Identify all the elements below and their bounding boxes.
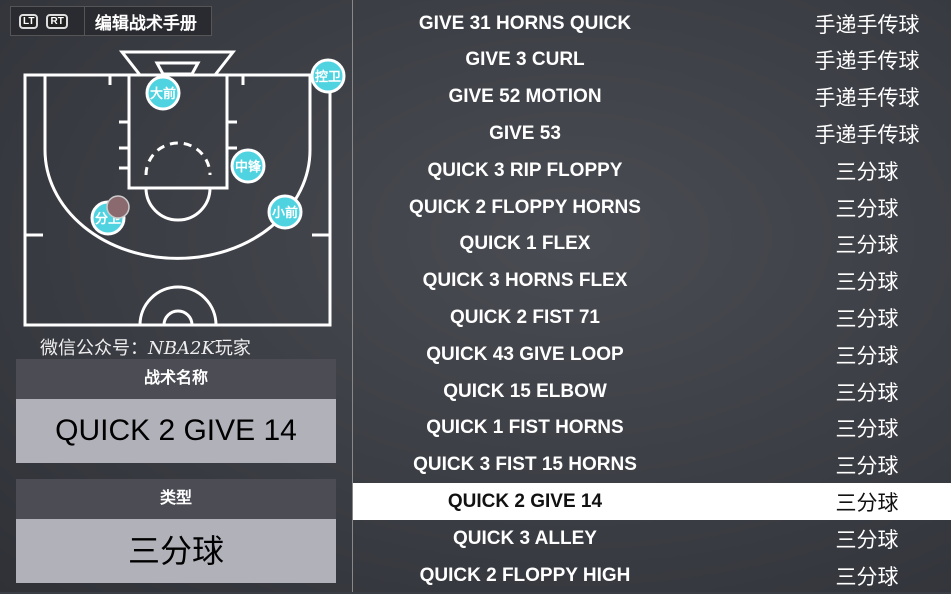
- play-name: QUICK 3 FIST 15 HORNS: [413, 454, 637, 476]
- play-type: 三分球: [835, 455, 899, 479]
- panel-divider: [352, 0, 353, 592]
- player-label: 小前: [272, 205, 298, 220]
- player-marker[interactable]: 控卫: [310, 58, 346, 94]
- play-list-row[interactable]: QUICK 3 RIP FLOPPY 三分球: [353, 152, 951, 189]
- play-list-row[interactable]: QUICK 3 HORNS FLEX 三分球: [353, 263, 951, 300]
- play-name: QUICK 2 FIST 71: [450, 306, 600, 328]
- play-type-field[interactable]: 三分球: [16, 519, 336, 583]
- player-marker[interactable]: 小前: [267, 194, 303, 230]
- play-name: QUICK 3 HORNS FLEX: [422, 270, 628, 292]
- play-list-row[interactable]: QUICK 3 FIST 15 HORNS 三分球: [353, 447, 951, 484]
- play-list-row[interactable]: GIVE 3 CURL 手递手传球: [353, 42, 951, 79]
- player-label: 大前: [150, 86, 176, 101]
- play-list-row[interactable]: GIVE 31 HORNS QUICK 手递手传球: [353, 5, 951, 42]
- lt-button-icon[interactable]: LT: [19, 13, 39, 29]
- player-marker[interactable]: 中锋: [230, 148, 266, 184]
- play-type: 三分球: [835, 160, 899, 184]
- play-name: GIVE 53: [489, 122, 561, 144]
- play-list-row[interactable]: QUICK 1 FLEX 三分球: [353, 226, 951, 263]
- play-type: 手递手传球: [814, 50, 920, 74]
- page-title: 编辑战术手册: [83, 7, 197, 35]
- watermark-brand: NBA2K: [148, 338, 215, 359]
- play-list-row[interactable]: QUICK 2 FLOPPY HORNS 三分球: [353, 189, 951, 226]
- watermark-prefix: 微信公众号：: [40, 338, 148, 358]
- play-name-label: 战术名称: [16, 359, 336, 399]
- play-name: QUICK 2 GIVE 14: [447, 490, 603, 512]
- play-type: 三分球: [835, 491, 899, 515]
- play-name: GIVE 52 MOTION: [448, 86, 602, 108]
- play-type: 三分球: [835, 344, 899, 368]
- play-name: QUICK 2 FLOPPY HORNS: [409, 196, 641, 218]
- three-point-line: [43, 75, 312, 260]
- lane: [127, 73, 229, 190]
- basketball-icon: [106, 195, 130, 219]
- play-name: QUICK 1 FLEX: [459, 233, 591, 255]
- play-type: 三分球: [835, 234, 899, 258]
- play-list-row[interactable]: GIVE 53 手递手传球: [353, 115, 951, 152]
- play-name: QUICK 43 GIVE LOOP: [426, 343, 624, 365]
- play-type: 三分球: [835, 565, 899, 589]
- play-type: 手递手传球: [814, 13, 920, 37]
- watermark-suffix: 玩家: [214, 338, 251, 358]
- header-bar: LT RT 编辑战术手册: [10, 6, 212, 36]
- free-throw-circle: [144, 187, 212, 222]
- play-name: QUICK 3 RIP FLOPPY: [427, 159, 623, 181]
- play-name-field[interactable]: QUICK 2 GIVE 14: [16, 399, 336, 463]
- play-type: 三分球: [835, 271, 899, 295]
- player-label: 控卫: [315, 69, 341, 84]
- play-list-row[interactable]: QUICK 2 FIST 71 三分球: [353, 299, 951, 336]
- play-name: GIVE 3 CURL: [465, 49, 585, 71]
- rt-button-icon[interactable]: RT: [46, 13, 68, 29]
- player-label: 中锋: [235, 159, 262, 174]
- player-marker[interactable]: 大前: [145, 75, 181, 111]
- play-list-row[interactable]: QUICK 15 ELBOW 三分球: [353, 373, 951, 410]
- play-type-label: 类型: [16, 479, 336, 519]
- play-name: GIVE 31 HORNS QUICK: [418, 12, 632, 34]
- play-name: QUICK 15 ELBOW: [443, 380, 607, 402]
- center-circle: [138, 285, 218, 326]
- watermark: 微信公众号：NBA2K玩家: [40, 334, 251, 360]
- play-name: QUICK 3 ALLEY: [453, 527, 597, 549]
- play-list-row[interactable]: GIVE 52 MOTION 手递手传球: [353, 79, 951, 116]
- play-type: 三分球: [835, 381, 899, 405]
- play-type: 三分球: [835, 528, 899, 552]
- play-type: 手递手传球: [814, 123, 920, 147]
- play-list-row[interactable]: QUICK 2 GIVE 14 三分球: [353, 483, 951, 521]
- play-type: 三分球: [835, 418, 899, 442]
- play-list-row[interactable]: QUICK 1 FIST HORNS 三分球: [353, 410, 951, 447]
- play-name: QUICK 1 FIST HORNS: [426, 417, 624, 439]
- play-type: 三分球: [835, 307, 899, 331]
- play-type: 三分球: [835, 197, 899, 221]
- play-list-row[interactable]: QUICK 43 GIVE LOOP 三分球: [353, 336, 951, 373]
- play-type: 手递手传球: [814, 87, 920, 111]
- play-list-row[interactable]: QUICK 2 FLOPPY HIGH 三分球: [353, 557, 951, 594]
- play-list-row[interactable]: QUICK 3 ALLEY 三分球: [353, 520, 951, 557]
- play-name: QUICK 2 FLOPPY HIGH: [419, 564, 631, 586]
